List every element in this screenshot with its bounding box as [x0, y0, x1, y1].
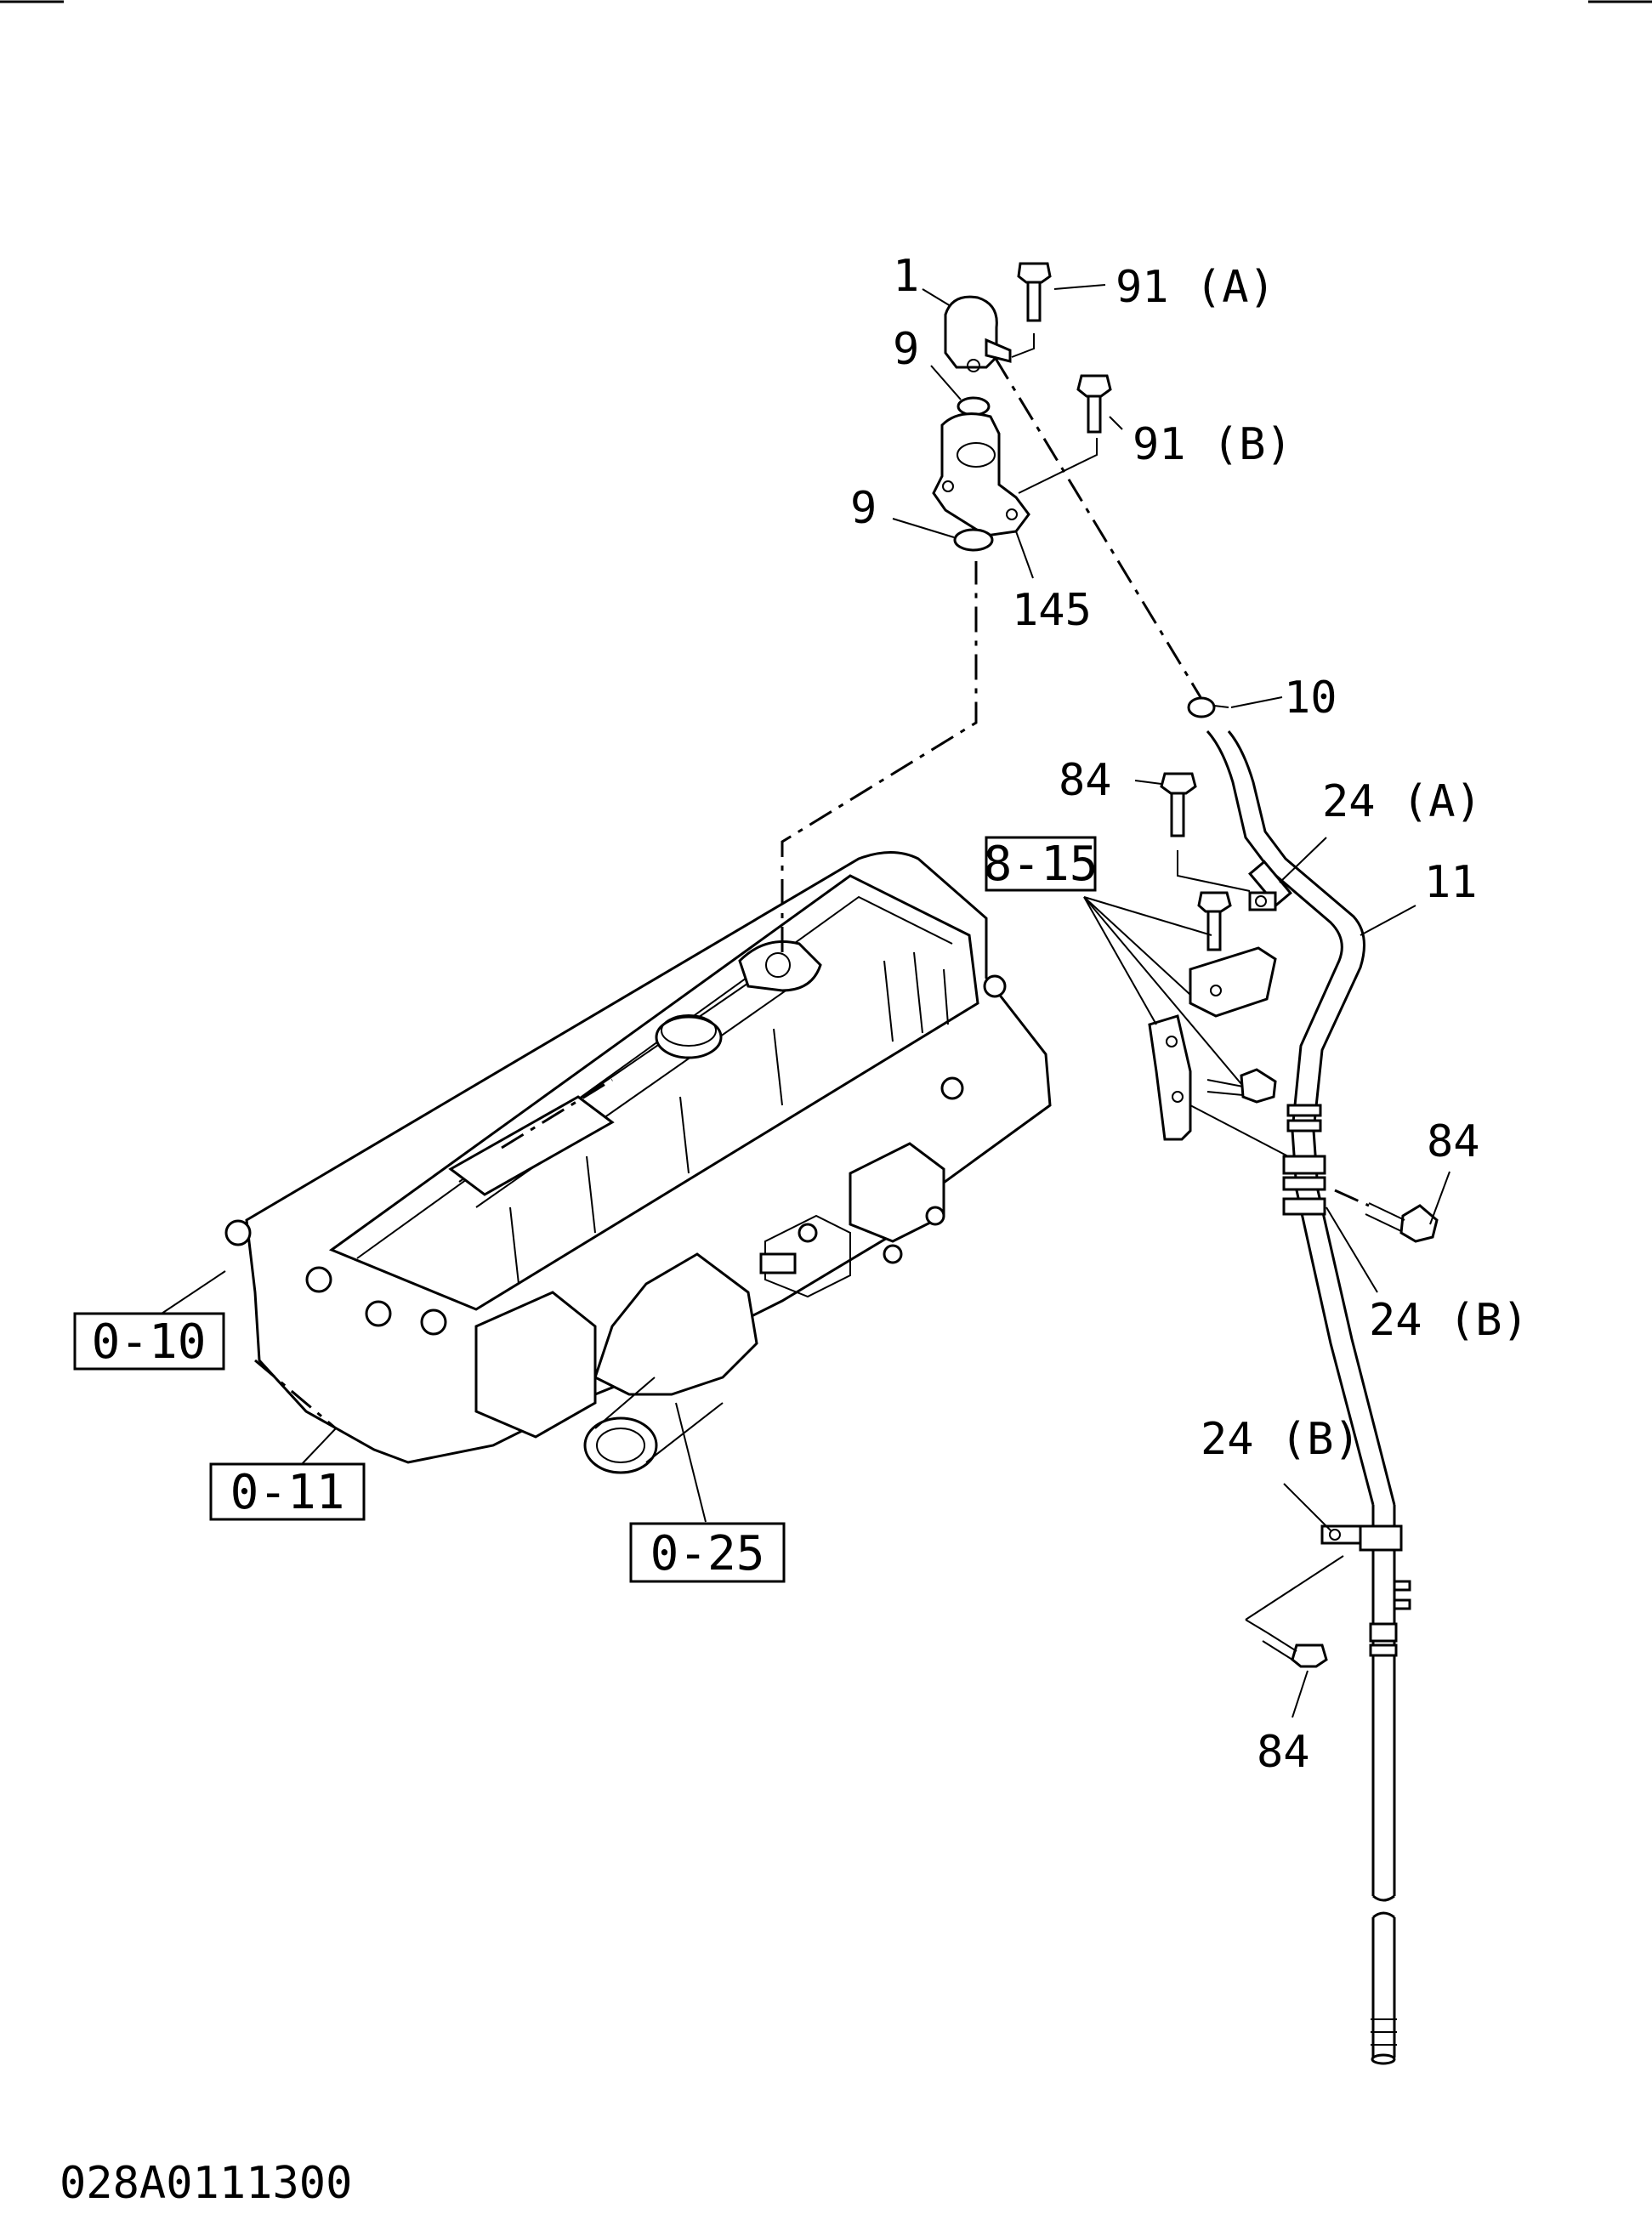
ref-box-0-10: 0-10	[73, 1312, 225, 1371]
leader-0-10	[161, 1270, 226, 1314]
breather-hose-11	[1206, 729, 1411, 2065]
callout-84-upper: 84	[1059, 755, 1112, 806]
ref-label-0-10: 0-10	[92, 1314, 207, 1370]
callout-10: 10	[1284, 673, 1337, 724]
bolt-84-middle	[1334, 1189, 1439, 1243]
ref-label-0-11: 0-11	[230, 1465, 345, 1520]
ref-box-0-11: 0-11	[209, 1462, 366, 1521]
leader-0-11	[301, 1428, 337, 1465]
bolt-84-lower	[1245, 1555, 1344, 1668]
clip-24a	[1248, 860, 1292, 911]
callout-24a: 24 (A)	[1322, 776, 1482, 827]
callout-84-lower: 84	[1257, 1727, 1310, 1778]
bolt-84-upper	[1134, 772, 1251, 892]
hose-clip-10	[1187, 696, 1229, 718]
callout-91b: 91 (B)	[1133, 419, 1292, 470]
callout-91a: 91 (A)	[1116, 262, 1275, 313]
leader-0-11-dash	[254, 1359, 337, 1430]
drawing-number: 028A0111300	[60, 2158, 352, 2209]
callout-145: 145	[1012, 585, 1092, 636]
callout-24b-upper: 24 (B)	[1369, 1295, 1529, 1346]
callout-labels: 1 91 (A) 9 91 (B) 9 145 10 84 24 (A) 11 …	[850, 251, 1529, 1778]
clip-24b-upper	[1282, 1104, 1326, 1216]
callout-11: 11	[1424, 857, 1478, 908]
ref-label-8-15: 8-15	[984, 837, 1098, 892]
ref-box-0-25: 0-25	[629, 1522, 786, 1583]
callout-84-middle: 84	[1427, 1116, 1480, 1167]
callout-leaders	[892, 284, 1450, 1718]
callout-9-lower: 9	[850, 483, 877, 534]
clip-24b-lower	[1320, 1524, 1403, 1552]
assembly-line-breather	[781, 561, 978, 952]
callout-1: 1	[893, 251, 919, 302]
engine-cylinder-head	[224, 851, 1052, 1474]
ref-label-0-25: 0-25	[650, 1526, 765, 1581]
callout-24b-lower: 24 (B)	[1201, 1414, 1360, 1465]
breather-assembly	[932, 262, 1202, 698]
callout-9-upper: 9	[893, 324, 919, 375]
ref-box-8-15: 8-15	[984, 836, 1098, 892]
leader-0-25	[675, 1402, 707, 1523]
bracket-group-8-15	[1083, 891, 1289, 1157]
